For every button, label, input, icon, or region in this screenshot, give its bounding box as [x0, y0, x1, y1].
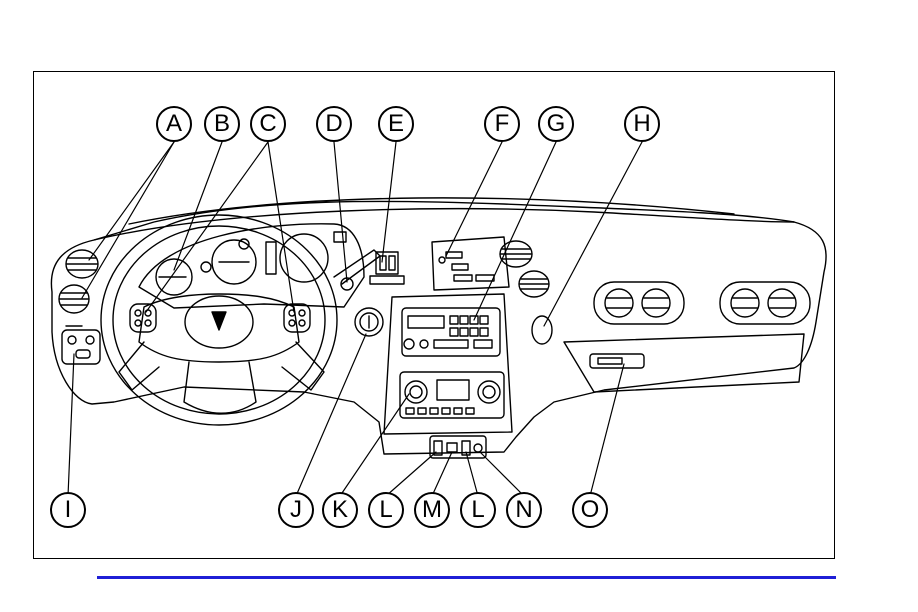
callout-f: F	[484, 106, 520, 142]
passenger-vent-right	[720, 282, 810, 324]
center-vent-lower	[519, 271, 549, 297]
callout-b: B	[204, 106, 240, 142]
callout-l-left: L	[368, 492, 404, 528]
callout-i: I	[50, 492, 86, 528]
callout-o: O	[572, 492, 608, 528]
callout-c: C	[250, 106, 286, 142]
callout-k: K	[322, 492, 358, 528]
page-bottom-rule	[97, 576, 836, 579]
headlamp-switch-panel	[62, 326, 100, 364]
left-vent-lower	[59, 285, 89, 313]
callout-j: J	[278, 492, 314, 528]
lower-console	[430, 436, 486, 458]
passenger-knob	[532, 316, 552, 344]
callout-l-right: L	[460, 492, 496, 528]
center-stack	[384, 294, 512, 434]
ignition-switch	[355, 308, 383, 336]
callout-e: E	[378, 106, 414, 142]
dashboard-diagram-frame: A B C D E F G H I J K L M L N O	[33, 71, 835, 559]
passenger-vent-left	[594, 282, 684, 324]
callout-m: M	[414, 492, 450, 528]
callout-d: D	[316, 106, 352, 142]
callout-h: H	[624, 106, 660, 142]
center-switch-cluster	[370, 252, 404, 284]
glove-box	[564, 334, 804, 392]
center-switch-bank	[432, 237, 509, 290]
callout-n: N	[506, 492, 542, 528]
dashboard-line-art	[34, 72, 836, 560]
turn-signal-lever	[334, 250, 380, 284]
callout-a: A	[156, 106, 192, 142]
callout-g: G	[538, 106, 574, 142]
